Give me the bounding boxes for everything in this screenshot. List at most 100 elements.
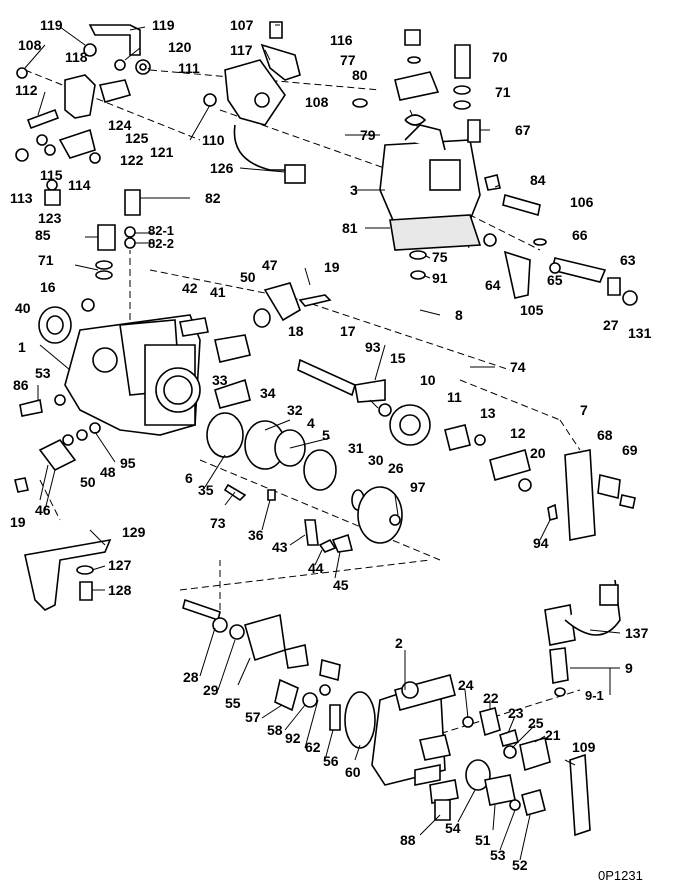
leader-lines: [24, 24, 621, 861]
top-cover-assembly: [352, 29, 638, 306]
callout-74: 74: [510, 359, 526, 375]
callout-16: 16: [40, 279, 56, 295]
callout-52: 52: [512, 857, 528, 873]
callout-124: 124: [108, 117, 132, 133]
callout-20: 20: [530, 445, 546, 461]
callout-43: 43: [272, 539, 288, 555]
callout-2: 2: [395, 635, 403, 651]
callout-34: 34: [260, 385, 276, 401]
callout-10: 10: [420, 372, 436, 388]
callout-6: 6: [185, 470, 193, 486]
callout-92: 92: [285, 730, 301, 746]
callout-13: 13: [480, 405, 496, 421]
callout-50a: 50: [240, 269, 256, 285]
callout-32: 32: [287, 402, 303, 418]
callout-94: 94: [533, 535, 549, 551]
callout-8: 8: [455, 307, 463, 323]
callout-82-2: 82-2: [148, 236, 174, 251]
callout-12: 12: [510, 425, 526, 441]
callout-70: 70: [492, 49, 508, 65]
callout-71a: 71: [495, 84, 511, 100]
callout-22: 22: [483, 690, 499, 706]
callout-80: 80: [352, 67, 368, 83]
callout-73: 73: [210, 515, 226, 531]
callout-111: 111: [178, 60, 200, 76]
callout-19a: 19: [324, 259, 340, 275]
callout-53a: 53: [35, 365, 51, 381]
callout-75: 75: [432, 249, 448, 265]
callout-36: 36: [248, 527, 264, 543]
callout-56: 56: [323, 753, 339, 769]
callout-69: 69: [622, 442, 638, 458]
callout-82-1: 82-1: [148, 223, 174, 238]
callout-25: 25: [528, 715, 544, 731]
callout-28: 28: [183, 669, 199, 685]
callout-106: 106: [570, 194, 594, 210]
callout-121: 121: [150, 144, 174, 160]
callout-21: 21: [545, 727, 561, 743]
callout-108b: 108: [305, 94, 329, 110]
pump-housing: [38, 189, 332, 436]
callout-110: 110: [202, 132, 225, 148]
callout-45: 45: [333, 577, 349, 593]
callout-62: 62: [305, 739, 321, 755]
callout-127: 127: [108, 557, 132, 573]
callout-24: 24: [458, 677, 474, 693]
callout-95: 95: [120, 455, 136, 471]
callout-129: 129: [122, 524, 146, 540]
callout-120: 120: [168, 39, 192, 55]
callout-9-1: 9-1: [585, 688, 604, 703]
callout-77: 77: [340, 52, 356, 68]
callout-64: 64: [485, 277, 501, 293]
callout-131: 131: [628, 325, 652, 341]
callout-67: 67: [515, 122, 531, 138]
callout-125: 125: [125, 130, 149, 146]
callout-51: 51: [475, 832, 491, 848]
callout-109: 109: [572, 739, 596, 755]
callout-107: 107: [230, 17, 254, 33]
callout-9: 9: [625, 660, 633, 676]
callout-19b: 19: [10, 514, 26, 530]
callout-71b: 71: [38, 252, 54, 268]
callout-11: 11: [447, 389, 462, 405]
callout-55: 55: [225, 695, 241, 711]
callout-58: 58: [267, 722, 283, 738]
figure-code: 0P1231: [598, 868, 643, 883]
left-components: [14, 394, 112, 611]
callout-40: 40: [15, 300, 31, 316]
callout-50b: 50: [80, 474, 96, 490]
callout-44: 44: [308, 560, 324, 576]
callout-86: 86: [13, 377, 29, 393]
callout-115: 115: [40, 167, 63, 183]
callout-97: 97: [410, 479, 426, 495]
callout-137: 137: [625, 625, 649, 641]
callout-33: 33: [212, 372, 228, 388]
callout-113: 113: [10, 190, 33, 206]
callout-35: 35: [198, 482, 214, 498]
callout-7: 7: [580, 402, 588, 418]
callout-118: 118: [65, 49, 88, 65]
callout-68: 68: [597, 427, 613, 443]
callout-66: 66: [572, 227, 588, 243]
callout-117: 117: [230, 42, 253, 58]
callout-17: 17: [340, 323, 356, 339]
callout-63: 63: [620, 252, 636, 268]
callout-57: 57: [245, 709, 261, 725]
governor-linkage: [15, 24, 151, 206]
callout-119b: 119: [152, 17, 175, 33]
callout-84: 84: [530, 172, 546, 188]
callout-93: 93: [365, 339, 381, 355]
callout-54: 54: [445, 820, 461, 836]
callout-30: 30: [368, 452, 384, 468]
callout-42: 42: [182, 280, 198, 296]
callout-123: 123: [38, 210, 62, 226]
callout-119a: 119: [40, 17, 63, 33]
callout-31: 31: [348, 440, 364, 456]
stop-solenoid-bracket: [203, 21, 306, 184]
drive-shaft-assembly: [206, 358, 636, 553]
callout-116: 116: [330, 32, 353, 48]
callout-53b: 53: [490, 847, 506, 863]
callout-3: 3: [350, 182, 358, 198]
callout-1: 1: [18, 339, 26, 355]
